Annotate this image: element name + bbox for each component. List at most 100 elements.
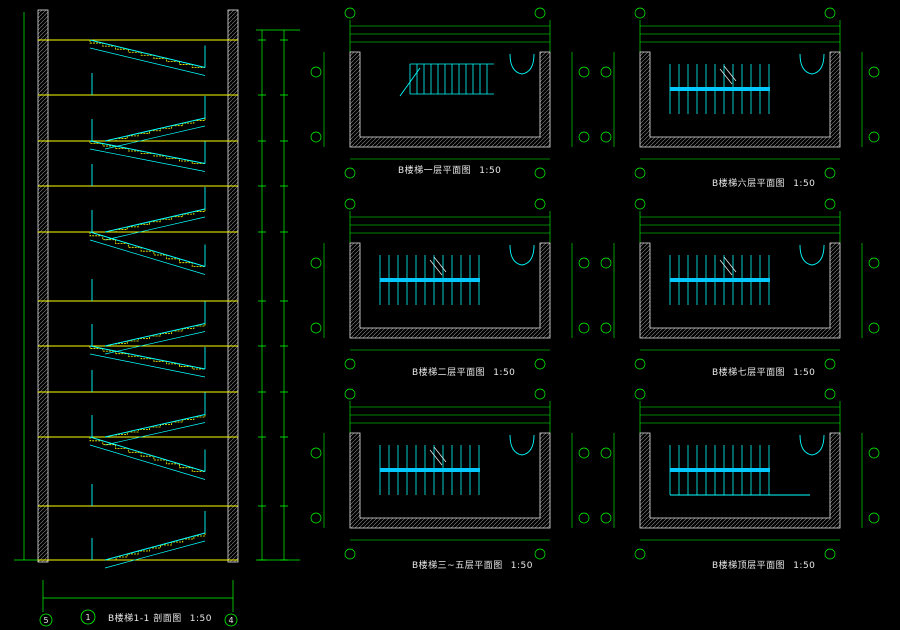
axis-bubble bbox=[824, 548, 836, 560]
plan-view bbox=[600, 7, 880, 179]
section-dimension-ticks bbox=[258, 39, 288, 561]
stair-flights bbox=[89, 39, 206, 569]
axis-bubble bbox=[634, 548, 646, 560]
axis-bubble bbox=[344, 358, 356, 370]
stair-handrail bbox=[89, 436, 206, 472]
axis-bubble bbox=[868, 512, 880, 524]
section-view: 5 4 1 bbox=[14, 9, 300, 627]
axis-bubble bbox=[578, 131, 590, 143]
axis-bubble bbox=[868, 322, 880, 334]
axis-bubble bbox=[600, 131, 612, 143]
stair-treads bbox=[89, 232, 205, 267]
stair-handrail bbox=[104, 208, 206, 233]
stair-soffit bbox=[104, 125, 206, 150]
stair-handrail bbox=[380, 278, 480, 282]
section-left-dimensions bbox=[14, 12, 38, 561]
break-line bbox=[429, 259, 443, 276]
plan-walls bbox=[349, 432, 551, 529]
axis-bubble bbox=[824, 167, 836, 179]
stair-flight bbox=[89, 231, 206, 275]
break-line bbox=[433, 446, 447, 463]
plan-view bbox=[310, 198, 590, 370]
axis-bubble bbox=[600, 66, 612, 78]
stair-handrail bbox=[89, 140, 206, 164]
axis-bubble bbox=[344, 167, 356, 179]
plan-walls bbox=[639, 432, 841, 529]
door-swing bbox=[509, 434, 535, 456]
stair-handrail bbox=[380, 468, 480, 472]
axis-bubble bbox=[534, 167, 546, 179]
section-right-wall bbox=[227, 9, 239, 563]
axis-bubble bbox=[344, 7, 356, 19]
stair-handrail bbox=[104, 323, 206, 347]
stair-treads bbox=[89, 40, 205, 68]
axis-bubble bbox=[868, 447, 880, 459]
axis-bubble bbox=[634, 167, 646, 179]
section-left-wall bbox=[37, 9, 49, 563]
axis-bubble bbox=[534, 7, 546, 19]
axis-bubble bbox=[824, 198, 836, 210]
axis-bubble bbox=[534, 388, 546, 400]
stair-handrail bbox=[670, 278, 770, 282]
plan-title: B楼梯一层平面图 bbox=[398, 166, 472, 176]
plan-caption-3-5: B楼梯三~五层平面图 1:50 bbox=[412, 558, 533, 571]
axis-bubble bbox=[868, 66, 880, 78]
stair-soffit bbox=[104, 540, 206, 569]
stair-soffit bbox=[89, 239, 206, 275]
plan-scale: 1:50 bbox=[510, 561, 533, 571]
plan-view bbox=[600, 198, 880, 370]
axis-bubble bbox=[310, 66, 322, 78]
axis-bubble bbox=[310, 257, 322, 269]
break-line bbox=[719, 68, 733, 85]
plan-view bbox=[600, 388, 880, 560]
stair-treads bbox=[89, 437, 205, 472]
door-swing bbox=[509, 244, 535, 266]
break-line bbox=[723, 256, 737, 273]
break-line bbox=[433, 256, 447, 273]
axis-bubble bbox=[634, 7, 646, 19]
stair-flight bbox=[104, 117, 206, 150]
floor-slabs bbox=[38, 39, 238, 561]
stair-handrail bbox=[104, 532, 206, 561]
axis-bubble bbox=[310, 131, 322, 143]
axis-bubble bbox=[634, 388, 646, 400]
stair-treads bbox=[105, 323, 206, 347]
stair-flight bbox=[104, 208, 206, 241]
stair-handrail bbox=[89, 231, 206, 267]
axis-bubble bbox=[534, 358, 546, 370]
axis-bubble bbox=[824, 358, 836, 370]
plan-scale: 1:50 bbox=[793, 561, 816, 571]
stair-soffit bbox=[104, 216, 206, 241]
plan-title: B楼梯二层平面图 bbox=[412, 368, 486, 378]
axis-bubble bbox=[344, 388, 356, 400]
break-line bbox=[429, 449, 443, 466]
axis-bubble bbox=[578, 447, 590, 459]
plan-view bbox=[310, 388, 590, 560]
stair-flight bbox=[89, 140, 206, 172]
axis-bubble bbox=[600, 322, 612, 334]
axis-bubble bbox=[310, 447, 322, 459]
axis-bubble bbox=[868, 131, 880, 143]
plan-walls bbox=[639, 51, 841, 148]
stair-soffit bbox=[89, 47, 206, 76]
axis-bubble bbox=[824, 7, 836, 19]
axis-bubble bbox=[310, 322, 322, 334]
section-axis-bubbles bbox=[39, 609, 238, 627]
stair-flight bbox=[89, 436, 206, 480]
stair-flight bbox=[89, 39, 206, 76]
axis-bubble bbox=[634, 198, 646, 210]
door-swing bbox=[799, 244, 825, 266]
plan-walls bbox=[349, 242, 551, 339]
stair-flight bbox=[89, 345, 206, 378]
axis-bubble bbox=[534, 198, 546, 210]
section-axis-right: 4 bbox=[228, 616, 233, 625]
plan-views bbox=[310, 7, 880, 560]
section-marker: 1 bbox=[85, 613, 90, 622]
plan-title: B楼梯三~五层平面图 bbox=[412, 561, 503, 571]
